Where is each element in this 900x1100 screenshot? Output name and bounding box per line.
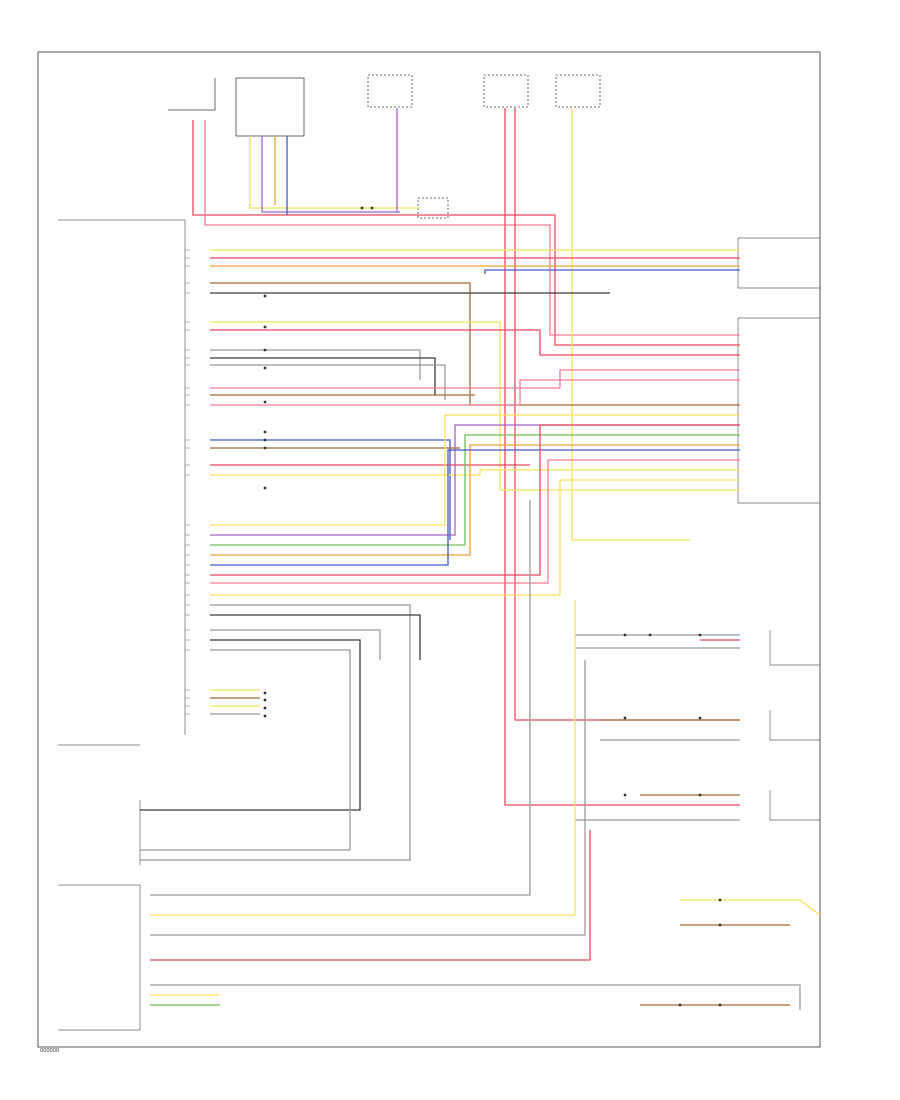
bottom-left-modules (58, 744, 141, 1031)
wires (140, 108, 821, 1010)
right-connectors (737, 237, 820, 821)
footer-code: 000000 (40, 1048, 59, 1054)
diagram-frame (37, 51, 821, 1048)
pin-ticks (185, 249, 190, 715)
splice-points (263, 206, 722, 1007)
top-components (168, 74, 601, 219)
left-module (58, 219, 186, 735)
